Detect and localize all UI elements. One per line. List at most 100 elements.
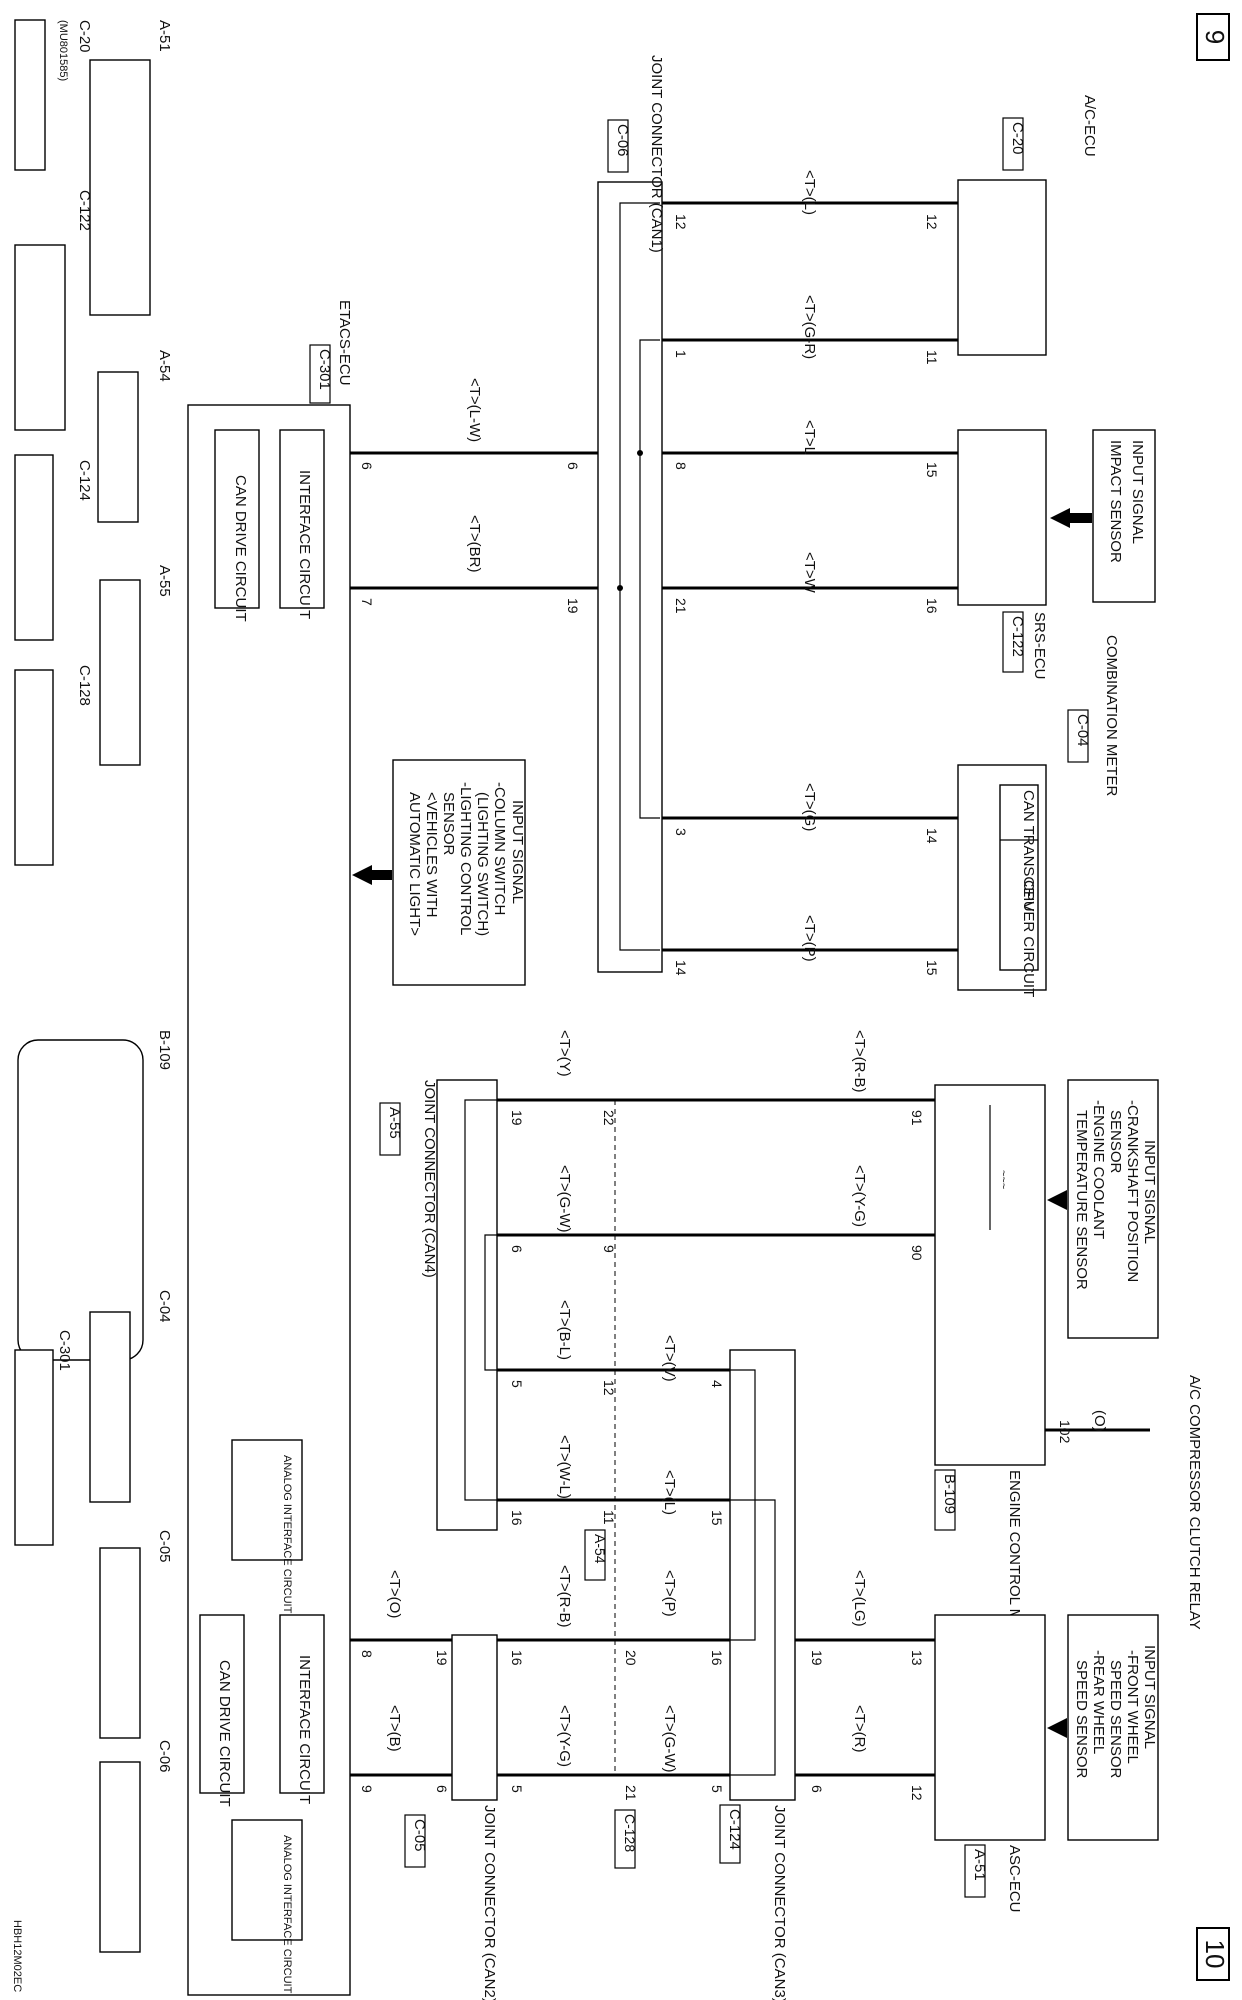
wheel-arrow-icon xyxy=(1047,1718,1067,1738)
svg-text:14: 14 xyxy=(673,960,689,976)
svg-text:INPUT SIGNAL: INPUT SIGNAL xyxy=(1141,1140,1158,1244)
svg-text:90: 90 xyxy=(909,1245,925,1261)
svg-text:<T>(B-L): <T>(B-L) xyxy=(556,1300,573,1360)
svg-text:3: 3 xyxy=(673,828,689,836)
svg-text:(MU801585): (MU801585) xyxy=(57,20,69,81)
svg-text:12: 12 xyxy=(924,214,940,230)
relay-name: A/C COMPRESSOR CLUTCH RELAY xyxy=(1186,1375,1203,1630)
interface-circuit-bottom xyxy=(279,1614,325,1794)
joint-can3-box xyxy=(729,1349,796,1801)
svg-text:C-301: C-301 xyxy=(56,1330,73,1371)
svg-text:CAN TRANSCEIVER CIRCUIT: CAN TRANSCEIVER CIRCUIT xyxy=(1020,790,1037,997)
svg-text:16: 16 xyxy=(924,598,940,614)
svg-text:INPUT SIGNAL: INPUT SIGNAL xyxy=(1129,440,1146,544)
svg-text:91: 91 xyxy=(909,1110,925,1126)
interface-circuit-top xyxy=(279,429,325,609)
svg-text:AUTOMATIC LIGHT>: AUTOMATIC LIGHT> xyxy=(406,792,423,936)
ac-ecu-box xyxy=(957,179,1047,356)
svg-text:A-51: A-51 xyxy=(156,20,173,52)
wire-label-cm2: <T>(P) xyxy=(801,915,818,962)
asc-ecu-ref: A-51 xyxy=(971,1849,988,1881)
lighting-input-box xyxy=(392,759,526,986)
svg-text:1: 1 xyxy=(673,350,689,358)
svg-text:-CRANKSHAFT POSITION: -CRANKSHAFT POSITION xyxy=(1124,1100,1141,1282)
svg-text:-FRONT WHEEL: -FRONT WHEEL xyxy=(1124,1650,1141,1764)
joint-can3-ref: C-124 xyxy=(726,1809,743,1850)
figure-code: HBH12M02EC xyxy=(11,1920,23,1992)
wires-lower xyxy=(350,1098,935,1777)
svg-text:12: 12 xyxy=(601,1380,617,1396)
svg-text:<T>(W-L): <T>(W-L) xyxy=(556,1435,573,1499)
wire-label-ac2: <T>(G-R) xyxy=(801,295,818,359)
svg-text:6: 6 xyxy=(509,1245,525,1253)
svg-text:8: 8 xyxy=(359,1650,375,1658)
svg-text:9: 9 xyxy=(1200,30,1230,44)
svg-text:INPUT SIGNAL: INPUT SIGNAL xyxy=(509,800,526,904)
svg-text:15: 15 xyxy=(709,1510,725,1526)
svg-text:6: 6 xyxy=(434,1785,450,1793)
svg-text:~~~: ~~~ xyxy=(997,1170,1009,1189)
svg-text:SPEED SENSOR: SPEED SENSOR xyxy=(1073,1660,1090,1779)
joint-can4-name: JOINT CONNECTOR (CAN4) xyxy=(421,1080,438,1278)
srs-ecu-ref: C-122 xyxy=(1009,616,1026,657)
svg-text:<T>(R-B): <T>(R-B) xyxy=(556,1565,573,1628)
svg-text:5: 5 xyxy=(709,1785,725,1793)
svg-text:A-54: A-54 xyxy=(156,350,173,382)
svg-text:19: 19 xyxy=(509,1110,525,1126)
svg-text:16: 16 xyxy=(509,1650,525,1666)
svg-text:5: 5 xyxy=(509,1785,525,1793)
page-number-top: 9 xyxy=(1196,13,1230,61)
joint-can2-ref: C-05 xyxy=(411,1819,428,1852)
svg-text:<T>(R-B): <T>(R-B) xyxy=(851,1030,868,1093)
svg-text:8: 8 xyxy=(673,462,689,470)
svg-text:TEMPERATURE SENSOR: TEMPERATURE SENSOR xyxy=(1073,1110,1090,1290)
svg-text:20: 20 xyxy=(623,1650,639,1666)
asc-ecu-name: ASC-ECU xyxy=(1006,1845,1023,1913)
svg-text:C-122: C-122 xyxy=(76,190,93,231)
svg-text:21: 21 xyxy=(623,1785,639,1801)
svg-text:15: 15 xyxy=(924,462,940,478)
svg-text:11: 11 xyxy=(601,1510,617,1525)
wire-label-srs2: <T>W xyxy=(801,552,818,594)
joint-can1-name: JOINT CONNECTOR (CAN1) xyxy=(648,55,665,253)
svg-text:13: 13 xyxy=(909,1650,925,1666)
svg-text:16: 16 xyxy=(509,1510,525,1526)
joint-can4-box xyxy=(436,1079,498,1531)
svg-text:<T>(L): <T>(L) xyxy=(661,1470,678,1515)
svg-text:11: 11 xyxy=(924,350,940,365)
svg-text:ANALOG INTERFACE CIRCUIT: ANALOG INTERFACE CIRCUIT xyxy=(281,1455,293,1614)
svg-text:9: 9 xyxy=(601,1245,617,1253)
lighting-arrow-icon xyxy=(352,865,392,885)
joint-can2-name: JOINT CONNECTOR (CAN2) xyxy=(481,1805,498,2000)
svg-text:21: 21 xyxy=(673,598,689,614)
etacs-ecu-ref: C-301 xyxy=(316,349,333,390)
ac-ecu-name: A/C-ECU xyxy=(1081,95,1098,157)
svg-text:INTERFACE CIRCUIT: INTERFACE CIRCUIT xyxy=(296,1655,313,1804)
joint-can3-name: JOINT CONNECTOR (CAN3) xyxy=(771,1805,788,2000)
svg-text:ANALOG INTERFACE CIRCUIT: ANALOG INTERFACE CIRCUIT xyxy=(281,1835,293,1994)
svg-text:9: 9 xyxy=(359,1785,375,1793)
svg-text:-ENGINE COOLANT: -ENGINE COOLANT xyxy=(1090,1100,1107,1239)
impact-input-box xyxy=(1092,429,1156,603)
wire-label-ac1: <T>(L) xyxy=(801,170,818,215)
impact-arrow-icon xyxy=(1050,508,1092,528)
svg-text:12: 12 xyxy=(909,1785,925,1801)
joint-can1-ref: C-06 xyxy=(614,124,631,157)
svg-text:C-128: C-128 xyxy=(622,1814,638,1852)
joint-can2-box xyxy=(451,1634,498,1801)
svg-text:<T>(R): <T>(R) xyxy=(851,1705,868,1753)
svg-text:10: 10 xyxy=(1200,1940,1230,1969)
svg-text:<T>(Y): <T>(Y) xyxy=(556,1030,573,1077)
svg-text:(O): (O) xyxy=(1091,1410,1108,1432)
svg-text:C-124: C-124 xyxy=(76,460,93,501)
svg-text:4: 4 xyxy=(709,1380,725,1388)
svg-text:SENSOR: SENSOR xyxy=(1107,1110,1124,1174)
svg-text:15: 15 xyxy=(924,960,940,976)
wires-upper xyxy=(350,201,958,952)
svg-text:22: 22 xyxy=(601,1110,617,1126)
svg-text:<T>(O): <T>(O) xyxy=(386,1570,403,1618)
svg-text:SENSOR: SENSOR xyxy=(440,792,457,856)
svg-text:<T>(V): <T>(V) xyxy=(661,1335,678,1382)
wire-label-et1: <T>(L-W) xyxy=(466,378,483,442)
